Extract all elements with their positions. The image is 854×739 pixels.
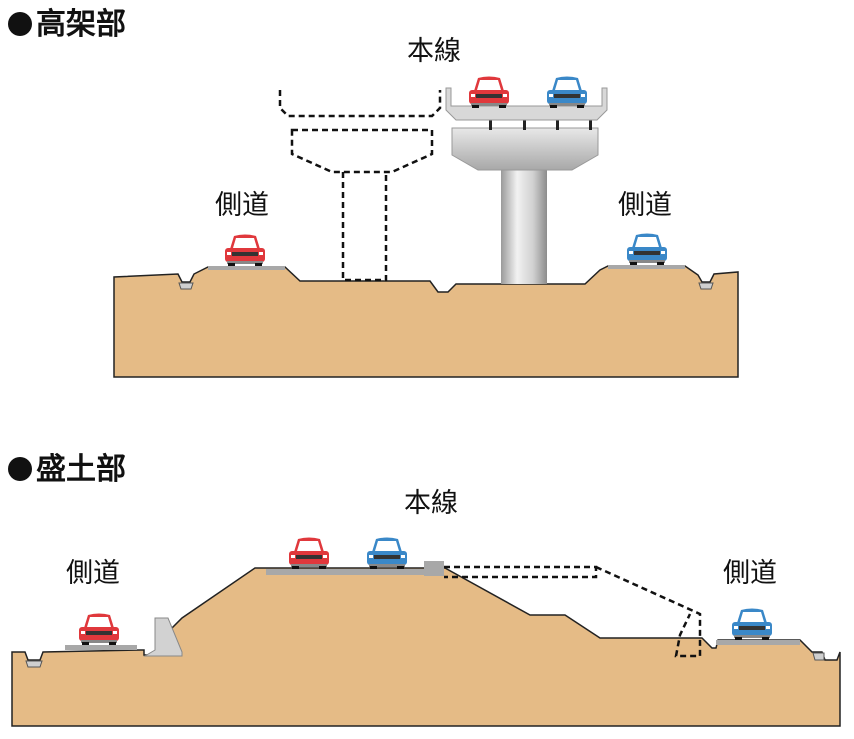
red-car-icon [79, 613, 119, 645]
ditch-icon [698, 282, 714, 290]
elevated-heading-text: 高架部 [36, 7, 126, 42]
elevated-ground [113, 265, 739, 378]
side-road-pavement [716, 640, 800, 645]
blue-car-icon [732, 608, 772, 640]
embankment-section [11, 537, 841, 727]
bridge-deck [445, 87, 608, 121]
elevated-main-line-label: 本線 [407, 36, 461, 67]
elevated-section [113, 76, 739, 378]
elevated-section-heading: 高架部 [8, 10, 126, 40]
retaining-wall [143, 617, 183, 657]
embankment-side-road-right-label: 側道 [723, 558, 777, 589]
ditch-icon [178, 282, 194, 290]
blue-car-icon [627, 233, 667, 265]
planned-pier-outline [278, 90, 442, 282]
main-line-pavement [266, 569, 424, 575]
red-car-icon [289, 537, 329, 569]
embankment-section-heading: 盛土部 [8, 455, 126, 485]
elevated-side-road-right-label: 側道 [618, 190, 672, 221]
blue-car-icon [547, 76, 587, 108]
parapet [424, 561, 444, 576]
embankment-heading-text: 盛土部 [36, 452, 126, 487]
side-road-pavement [208, 266, 285, 270]
pier-column [501, 166, 547, 284]
red-car-icon [469, 76, 509, 108]
bullet-icon [8, 457, 32, 481]
ditch-icon [812, 652, 825, 661]
elevated-side-road-left-label: 側道 [215, 190, 269, 221]
side-road-pavement [608, 265, 685, 269]
ditch-icon [25, 660, 43, 668]
blue-car-icon [367, 537, 407, 569]
side-road-pavement [65, 645, 137, 650]
planned-widening-outline [444, 565, 702, 658]
pier-cap [451, 127, 599, 171]
bearings [489, 118, 592, 130]
bullet-icon [8, 12, 32, 36]
embankment-main-line-label: 本線 [404, 488, 458, 519]
embankment-side-road-left-label: 側道 [66, 558, 120, 589]
red-car-icon [225, 234, 265, 266]
